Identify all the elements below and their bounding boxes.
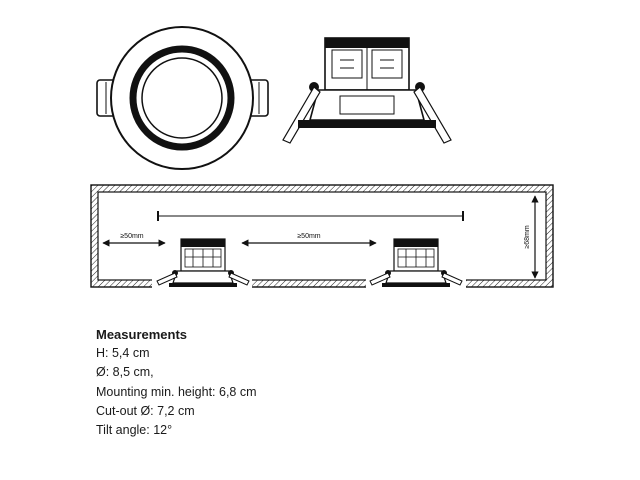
spec-height: H: 5,4 cm bbox=[96, 346, 150, 361]
measurements-panel: Measurements H: 5,4 cm Ø: 8,5 cm, Mounti… bbox=[96, 325, 257, 440]
spec-cutout-diameter: Cut-out Ø: 7,2 cm bbox=[96, 403, 195, 418]
left-clearance-label: ≥50mm bbox=[120, 233, 143, 240]
spec-tilt-angle: Tilt angle: 12° bbox=[96, 423, 173, 438]
installation-diagram: ≥50mm ≥50mm ≥68mm bbox=[90, 26, 554, 288]
measurements-heading: Measurements bbox=[96, 327, 188, 342]
spec-diameter: Ø: 8,5 cm, bbox=[96, 365, 154, 380]
spacing-label: ≥50mm bbox=[297, 233, 320, 240]
front-view bbox=[96, 26, 269, 170]
spec-mounting-height: Mounting min. height: 6,8 cm bbox=[96, 384, 257, 399]
ceiling-cavity: ≥50mm ≥50mm ≥68mm bbox=[90, 184, 554, 288]
side-view bbox=[282, 37, 452, 144]
height-label: ≥68mm bbox=[524, 225, 531, 248]
